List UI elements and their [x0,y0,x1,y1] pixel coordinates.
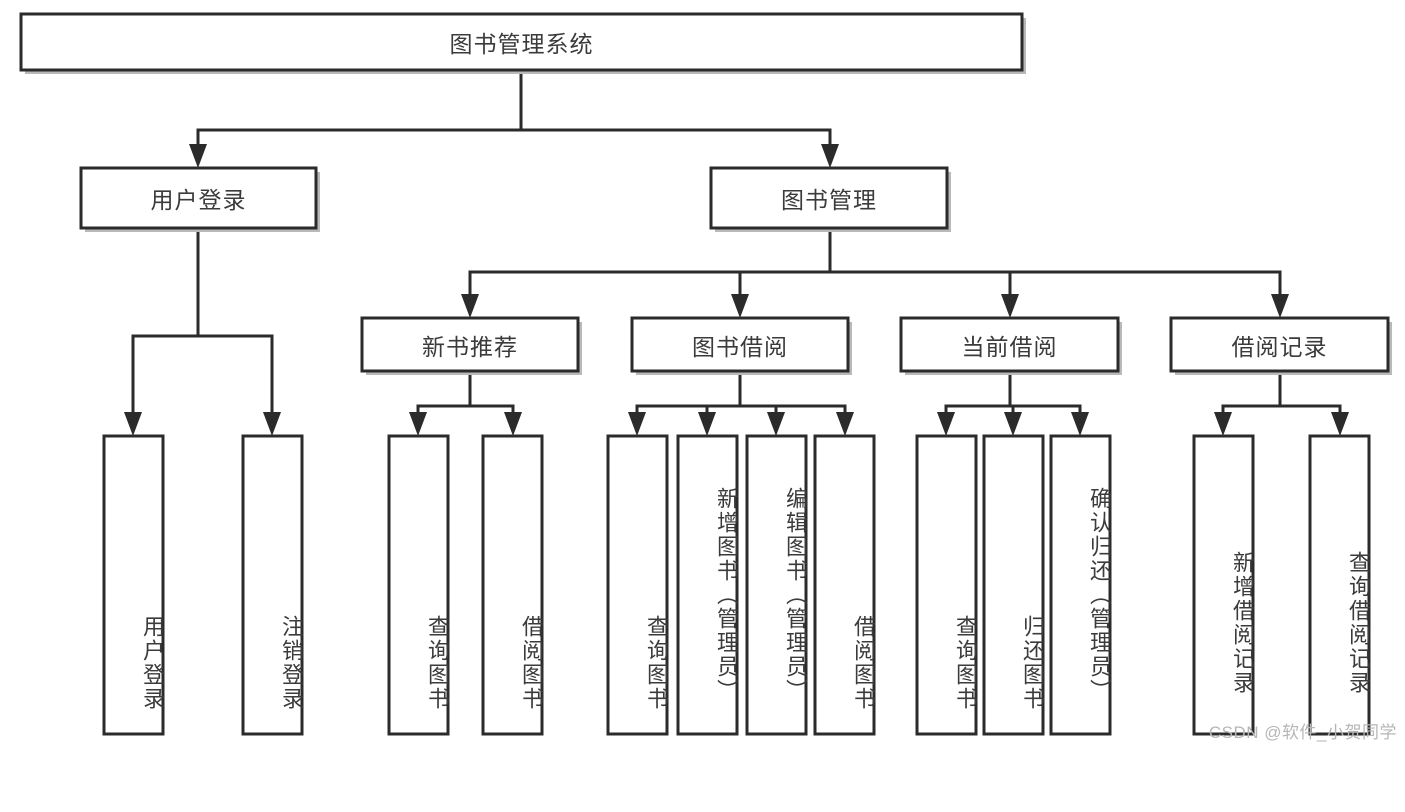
node-book-borrow-box[interactable] [630,316,850,373]
diagram-canvas-container: 图书管理系统 用户登录 图书管理 新书推荐 图书借阅 当前借阅 借阅记录 用户登… [19,12,1397,742]
node-leaf-current-borrow-1-box[interactable] [982,434,1045,736]
node-new-book-box[interactable] [360,316,580,373]
arrow-book-manage-to-l3-3 [1271,294,1289,318]
arrow-current-borrow-leaf-2 [1071,412,1089,436]
node-leaf-new-book-0-box[interactable] [387,434,450,736]
arrow-user-login-leaf-1 [263,412,281,436]
arrow-root-to-book-manage [821,144,839,168]
node-leaf-book-borrow-2-box[interactable] [745,434,808,736]
node-leaf-current-borrow-0-box[interactable] [915,434,978,736]
arrow-book-borrow-leaf-1 [698,412,716,436]
arrow-book-manage-to-l3-1 [731,294,749,318]
arrow-book-manage-to-l3-0 [461,294,479,318]
arrow-book-borrow-leaf-0 [628,412,646,436]
arrow-new-book-leaf-1 [504,412,522,436]
arrow-borrow-record-leaf-0 [1214,412,1232,436]
edge-group [124,68,1349,436]
node-borrow-record-box[interactable] [1169,316,1390,373]
node-book-manage-box[interactable] [709,166,949,230]
arrow-current-borrow-leaf-1 [1004,412,1022,436]
node-leaf-user-login-0-box[interactable] [102,434,165,736]
arrow-current-borrow-leaf-0 [937,412,955,436]
watermark-text: CSDN @软件_小贺同学 [1208,723,1397,742]
node-leaf-user-login-1-box[interactable] [241,434,304,736]
arrow-user-login-leaf-0 [124,412,142,436]
node-leaf-borrow-record-0-box[interactable] [1192,434,1255,736]
node-leaf-book-borrow-1-box[interactable] [676,434,739,736]
arrow-book-borrow-leaf-2 [767,412,785,436]
arrow-borrow-record-leaf-1 [1331,412,1349,436]
node-group [19,12,1392,736]
arrow-root-to-user-login [189,144,207,168]
node-user-login-box[interactable] [79,166,318,230]
node-root-box[interactable] [19,12,1024,72]
node-leaf-new-book-1-box[interactable] [481,434,544,736]
node-leaf-borrow-record-1-box[interactable] [1308,434,1371,736]
node-leaf-book-borrow-0-box[interactable] [606,434,669,736]
node-leaf-book-borrow-3-box[interactable] [813,434,876,736]
arrow-book-manage-to-l3-2 [1001,294,1019,318]
node-current-borrow-box[interactable] [899,316,1120,373]
arrow-new-book-leaf-0 [409,412,427,436]
arrow-book-borrow-leaf-3 [836,412,854,436]
flowchart-svg [19,12,1392,736]
node-leaf-current-borrow-2-box[interactable] [1049,434,1112,736]
